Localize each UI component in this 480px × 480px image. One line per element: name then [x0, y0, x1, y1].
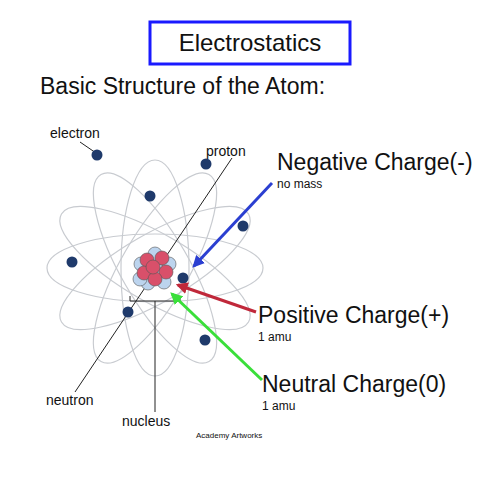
part-label: electron — [50, 126, 100, 141]
charge-label: Positive Charge(+) — [258, 303, 449, 328]
leader-line — [75, 158, 232, 392]
charge-label: Negative Charge(-) — [277, 150, 473, 175]
electron-dot — [178, 273, 189, 284]
mass-note: no mass — [277, 178, 322, 191]
electron-dot — [123, 307, 134, 318]
electron-dot — [200, 335, 211, 346]
subtitle-text: Basic Structure of the Atom: — [40, 74, 325, 99]
part-label: nucleus — [122, 414, 170, 429]
charge-label: Neutral Charge(0) — [262, 372, 446, 397]
proton-ball — [146, 260, 160, 274]
part-label: neutron — [46, 393, 93, 408]
pointer-arrow — [172, 294, 262, 380]
title-text: Electrostatics — [179, 30, 322, 56]
electron-dot — [67, 257, 78, 268]
mass-note: 1 amu — [258, 331, 291, 344]
electron-dot — [201, 159, 212, 170]
pointer-arrow — [194, 183, 272, 266]
electron-dot — [145, 191, 156, 202]
mass-note: 1 amu — [262, 400, 295, 413]
nucleus-cluster — [133, 247, 176, 290]
part-label: proton — [206, 144, 246, 159]
electron-dot — [92, 150, 103, 161]
leader-line — [155, 301, 156, 412]
watermark: Academy Artworks — [196, 432, 262, 441]
proton-ball — [148, 272, 162, 286]
electron-dot — [238, 221, 249, 232]
electron-group — [67, 150, 249, 346]
title-frame — [150, 22, 350, 64]
orbit — [47, 234, 263, 302]
nucleus-bracket — [130, 296, 180, 301]
pointer-arrow — [178, 285, 256, 312]
